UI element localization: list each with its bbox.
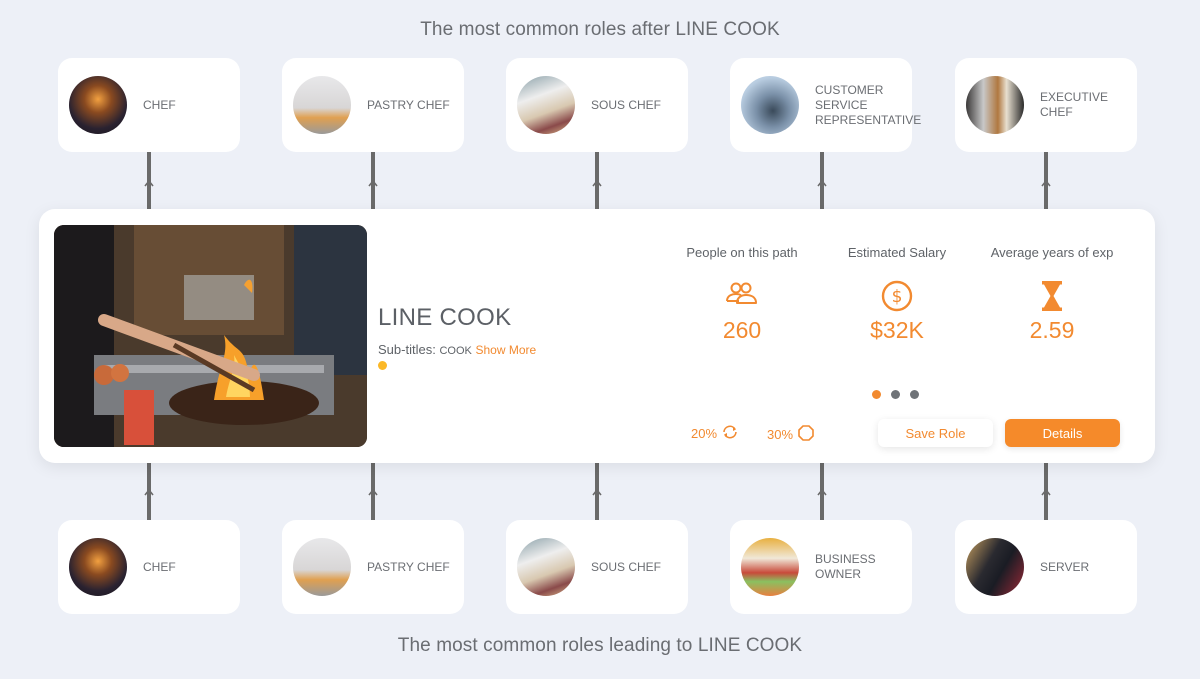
octagon-icon xyxy=(797,424,815,445)
svg-text:$: $ xyxy=(892,287,903,307)
wok-flame-illustration xyxy=(54,225,367,447)
next-role-card-chef[interactable]: CHEF xyxy=(58,58,240,152)
role-label: CHEF xyxy=(143,97,176,112)
previous-roles-row: CHEF PASTRY CHEF SOUS CHEF BUSINESS OWNE… xyxy=(0,520,1200,614)
previous-role-card-business-owner[interactable]: BUSINESS OWNER xyxy=(730,520,912,614)
people-icon xyxy=(725,279,759,313)
stat-label: Estimated Salary xyxy=(847,245,947,260)
metric-value: 30% xyxy=(767,427,794,442)
next-role-card-sous-chef[interactable]: SOUS CHEF xyxy=(506,58,688,152)
sous-chef-avatar xyxy=(517,538,575,596)
arrow-up-icon xyxy=(143,178,155,190)
metric-octagon: 30% xyxy=(767,424,815,445)
stat-label: People on this path xyxy=(686,245,798,260)
stat-value: 260 xyxy=(722,317,762,343)
stats-pager xyxy=(872,390,919,399)
previous-role-card-server[interactable]: SERVER xyxy=(955,520,1137,614)
arrow-up-icon xyxy=(367,178,379,190)
connector-arrow-up xyxy=(368,152,378,209)
subtitles-label: Sub-titles: xyxy=(378,342,436,357)
arrow-up-icon xyxy=(816,487,828,499)
connector-arrow-up xyxy=(368,463,378,520)
line-cook-hero-image xyxy=(54,225,367,447)
role-label: SOUS CHEF xyxy=(591,97,662,112)
subtitles-value: COOK xyxy=(439,345,472,357)
next-roles-row: CHEF PASTRY CHEF SOUS CHEF CUSTOMER SERV… xyxy=(0,58,1200,152)
stat-label: Average years of exp xyxy=(990,245,1114,260)
role-label: EXECUTIVE CHEF xyxy=(1040,90,1109,119)
next-role-card-executive-chef[interactable]: EXECUTIVE CHEF xyxy=(955,58,1137,152)
arrow-up-icon xyxy=(143,487,155,499)
arrow-up-icon xyxy=(1040,178,1052,190)
server-avatar xyxy=(966,538,1024,596)
role-label: CHEF xyxy=(143,559,176,574)
previous-roles-heading: The most common roles leading to LINE CO… xyxy=(397,635,803,656)
role-label: SERVER xyxy=(1040,559,1090,574)
pastry-chef-avatar xyxy=(293,76,351,134)
previous-role-card-sous-chef[interactable]: SOUS CHEF xyxy=(506,520,688,614)
next-role-card-customer-service-representative[interactable]: CUSTOMER SERVICE REPRESENTATIVE xyxy=(730,58,922,152)
connector-arrow-up xyxy=(1041,152,1051,209)
metric-refresh: 20% xyxy=(691,424,739,443)
current-role-title: LINE COOK xyxy=(378,304,512,331)
previous-role-card-pastry-chef[interactable]: PASTRY CHEF xyxy=(282,520,464,614)
current-role-card: LINE COOK Sub-titles: COOK Show More Peo… xyxy=(39,209,1155,463)
metric-value: 20% xyxy=(691,426,718,441)
dollar-circle-icon: $ xyxy=(880,279,914,313)
previous-role-card-chef[interactable]: CHEF xyxy=(58,520,240,614)
stat-people-on-path: People on this path 260 xyxy=(667,245,817,344)
subtitles-row: Sub-titles: COOK Show More xyxy=(378,342,536,357)
arrow-up-icon xyxy=(1040,487,1052,499)
connector-arrow-up xyxy=(592,463,602,520)
customer-service-avatar xyxy=(741,76,799,134)
chef-avatar xyxy=(69,538,127,596)
status-dot xyxy=(378,361,387,370)
refresh-icon xyxy=(721,424,739,443)
pager-dot-1[interactable] xyxy=(872,390,881,399)
chef-avatar xyxy=(69,76,127,134)
save-role-button[interactable]: Save Role xyxy=(878,419,993,447)
pager-dot-2[interactable] xyxy=(891,390,900,399)
show-more-link[interactable]: Show More xyxy=(475,343,537,357)
stat-average-years-exp: Average years of exp 2.59 xyxy=(977,245,1127,344)
role-label: CUSTOMER SERVICE REPRESENTATIVE xyxy=(815,82,922,127)
stat-estimated-salary: Estimated Salary $ $32K xyxy=(822,245,972,344)
sous-chef-avatar xyxy=(517,76,575,134)
arrow-up-icon xyxy=(367,487,379,499)
role-label: BUSINESS OWNER xyxy=(815,552,876,581)
details-button[interactable]: Details xyxy=(1005,419,1120,447)
pastry-chef-avatar xyxy=(293,538,351,596)
stat-value: $32K xyxy=(870,317,924,343)
role-label: PASTRY CHEF xyxy=(367,97,450,112)
arrow-up-icon xyxy=(816,178,828,190)
next-roles-heading: The most common roles after LINE COOK xyxy=(420,19,780,40)
arrow-up-icon xyxy=(591,487,603,499)
hourglass-icon xyxy=(1035,279,1069,313)
connector-arrow-up xyxy=(817,152,827,209)
next-role-card-pastry-chef[interactable]: PASTRY CHEF xyxy=(282,58,464,152)
connector-arrow-up xyxy=(144,463,154,520)
business-owner-avatar xyxy=(741,538,799,596)
executive-chef-avatar xyxy=(966,76,1024,134)
connector-arrow-up xyxy=(1041,463,1051,520)
connector-arrow-up xyxy=(144,152,154,209)
pager-dot-3[interactable] xyxy=(910,390,919,399)
role-label: PASTRY CHEF xyxy=(367,559,450,574)
role-label: SOUS CHEF xyxy=(591,559,662,574)
arrow-up-icon xyxy=(591,178,603,190)
stat-value: 2.59 xyxy=(1029,317,1075,343)
connector-arrow-up xyxy=(817,463,827,520)
connector-arrow-up xyxy=(592,152,602,209)
